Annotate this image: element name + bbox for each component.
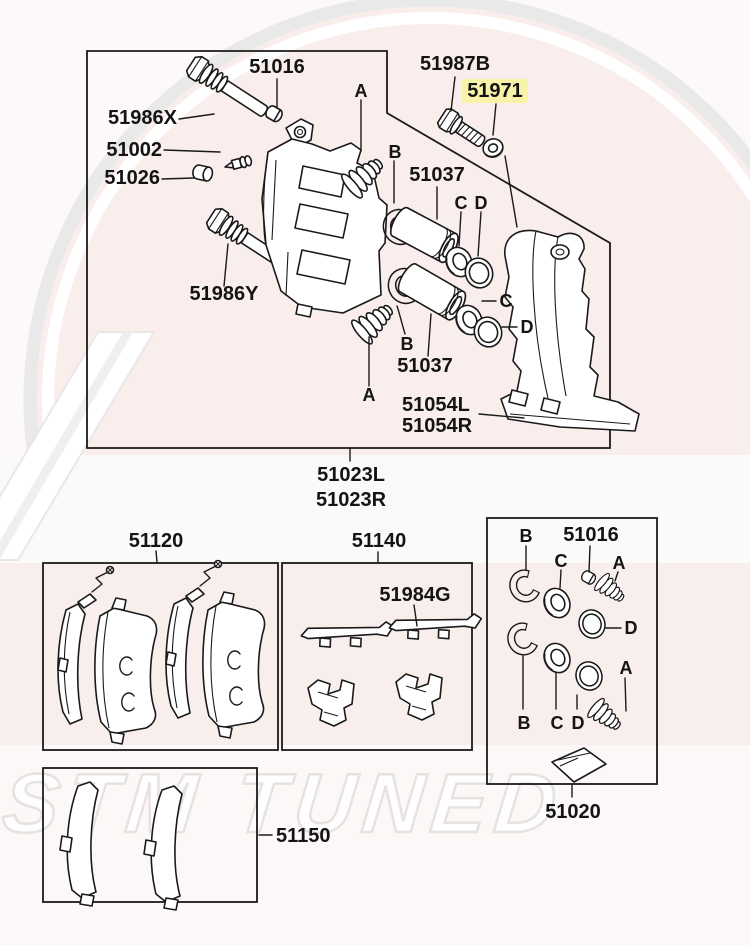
label-51054l: 51054L <box>402 394 470 416</box>
grease-packet <box>551 747 607 783</box>
bracket-51054 <box>500 229 640 432</box>
callout-b-kit-bottom: B <box>518 713 531 733</box>
callout-a-top: A <box>355 81 368 101</box>
label-51037-lower: 51037 <box>397 355 453 377</box>
callout-b-mid: B <box>401 334 414 354</box>
label-51016-top: 51016 <box>249 56 305 78</box>
label-51120: 51120 <box>129 530 184 552</box>
seal-kit-51020 <box>502 566 630 783</box>
label-51026: 51026 <box>104 167 160 189</box>
callout-d-mid: D <box>521 317 534 337</box>
callout-d-kit-bottom: D <box>572 713 585 733</box>
callout-b-top: B <box>389 142 402 162</box>
watermark-stripe-2 <box>0 329 132 559</box>
bolt-51987b <box>436 108 486 148</box>
callout-a-mid: A <box>363 385 376 405</box>
seal-kit-box-51020 <box>486 517 658 785</box>
label-51023l: 51023L <box>317 464 385 486</box>
label-51002: 51002 <box>106 139 162 161</box>
label-51023r: 51023R <box>316 489 387 511</box>
callout-c-kit-bottom: C <box>551 713 564 733</box>
callout-b-kit-top: B <box>520 526 533 546</box>
watermark-stripe <box>0 331 156 561</box>
labels: 51016 51986X 51002 51026 51986Y 51987B 5… <box>104 53 618 847</box>
label-51054r: 51054R <box>402 415 473 437</box>
highlight-51971 <box>462 79 528 103</box>
label-51020: 51020 <box>545 801 601 823</box>
band-light-bottom <box>0 745 750 945</box>
label-51986x: 51986X <box>108 107 178 129</box>
leader-lines <box>155 76 627 836</box>
letter-callouts: A B C D C D B A B C A D A B C D <box>355 81 638 733</box>
caliper-assembly-box <box>86 50 611 449</box>
label-51984g: 51984G <box>379 584 450 606</box>
clip-kit-box-51140 <box>281 562 473 751</box>
callout-c-kit-top: C <box>555 551 568 571</box>
label-51986y: 51986Y <box>190 283 260 305</box>
callout-a-kit-top: A <box>613 553 626 573</box>
washer-51971 <box>482 138 504 158</box>
label-51037-upper: 51037 <box>409 164 465 186</box>
label-51150: 51150 <box>276 825 331 847</box>
label-51987b: 51987B <box>420 53 490 75</box>
callout-d-kit-right: D <box>625 618 638 638</box>
label-51140: 51140 <box>352 530 407 552</box>
cap-51026 <box>192 164 214 182</box>
callout-c-upper: C <box>455 193 468 213</box>
callout-a-kit-lower: A <box>620 658 633 678</box>
bleeder-screw-51002 <box>224 155 253 171</box>
label-51971-highlighted: 51971 <box>467 80 523 102</box>
callout-d-upper: D <box>475 193 488 213</box>
callout-c-mid: C <box>500 291 513 311</box>
caliper-assembly <box>183 53 640 432</box>
shim-kit-box-51150 <box>42 767 258 903</box>
label-51016-kit: 51016 <box>563 524 619 546</box>
band-white-mid <box>0 455 750 563</box>
pad-kit-box-51120 <box>42 562 279 751</box>
